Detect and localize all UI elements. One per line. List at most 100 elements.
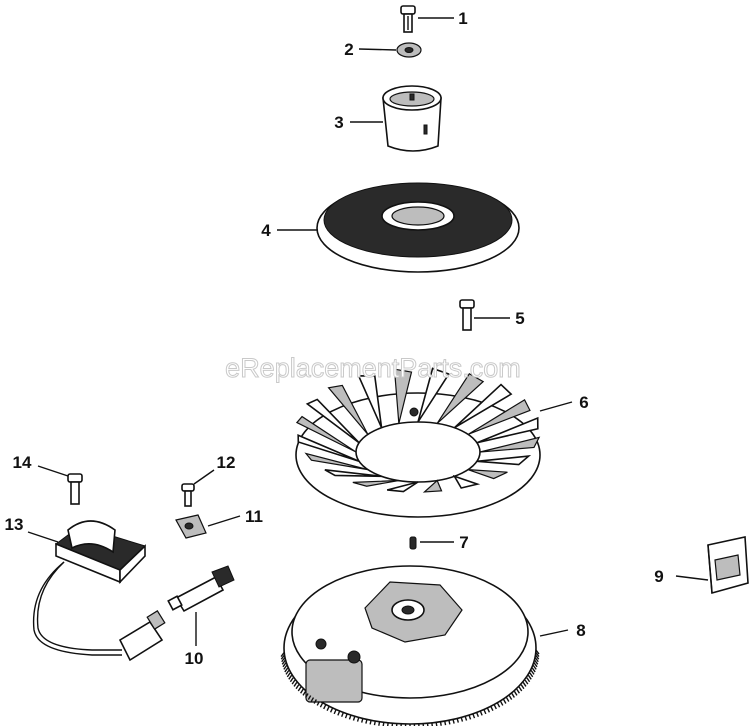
part-3-cup[interactable] — [382, 85, 442, 152]
fan-blade — [297, 434, 360, 463]
gear-tooth — [316, 701, 320, 706]
gear-tooth — [305, 693, 309, 698]
gear-tooth — [479, 711, 483, 716]
gear-tooth — [282, 662, 287, 668]
fan-blade — [386, 481, 419, 493]
callout-4: 4 — [261, 221, 271, 240]
fan-blade — [436, 372, 485, 424]
gear-tooth — [505, 697, 510, 702]
gear-tooth — [513, 691, 518, 696]
fan-blade — [324, 469, 382, 478]
fan-blade — [453, 383, 513, 429]
callout-12: 12 — [217, 453, 236, 472]
fan-blade — [305, 398, 360, 444]
gear-tooth — [535, 649, 540, 655]
gear-tooth — [293, 682, 298, 687]
callout-5: 5 — [515, 309, 524, 328]
gear-tooth — [529, 672, 534, 678]
callout-13: 13 — [5, 515, 24, 534]
gear-tooth — [511, 693, 515, 698]
gear-tooth — [530, 669, 535, 675]
gear-tooth — [448, 720, 451, 725]
gear-tooth — [356, 717, 360, 722]
gear-tooth — [456, 718, 459, 723]
gear-tooth — [344, 713, 348, 719]
part-2-washer[interactable] — [396, 42, 422, 58]
gear-tooth — [439, 721, 442, 726]
part-12-screw[interactable] — [181, 483, 195, 507]
gear-tooth — [361, 718, 364, 723]
gear-tooth — [387, 722, 389, 726]
gear-tooth — [534, 657, 539, 663]
gear-tooth — [452, 719, 455, 724]
callout-10: 10 — [185, 649, 204, 668]
part-13-ignition-module[interactable] — [32, 520, 166, 662]
fan-blade — [422, 479, 443, 493]
fan-blade — [467, 469, 508, 480]
gear-tooth — [333, 709, 337, 715]
gear-tooth — [444, 720, 447, 726]
gear-tooth — [533, 662, 538, 668]
fan-blade — [327, 384, 369, 435]
gear-tooth — [486, 708, 491, 713]
part-10-spark-plug[interactable] — [167, 565, 235, 613]
gear-tooth — [302, 691, 307, 696]
gear-tooth — [300, 688, 304, 694]
part-14-bolt[interactable] — [67, 473, 83, 505]
callout-6: 6 — [579, 393, 588, 412]
gear-tooth — [348, 715, 352, 720]
part-7-key[interactable] — [409, 536, 417, 550]
gear-tooth — [284, 667, 289, 673]
part-11-clip[interactable] — [175, 514, 207, 539]
gear-tooth — [280, 654, 285, 660]
fan-blade — [479, 436, 541, 453]
fan-blade — [295, 415, 357, 453]
fan-blade — [393, 368, 413, 424]
fan-blade — [304, 452, 368, 471]
gear-tooth — [365, 719, 368, 724]
gear-tooth — [524, 679, 529, 685]
gear-tooth — [435, 722, 438, 726]
gear-tooth — [313, 699, 317, 704]
gear-tooth — [340, 712, 344, 718]
fan-blade — [476, 455, 532, 466]
part-8-flywheel[interactable] — [280, 565, 540, 726]
callout-11: 11 — [245, 507, 263, 526]
gear-tooth — [280, 652, 285, 658]
part-4-grass-screen[interactable] — [316, 182, 520, 273]
gear-tooth — [378, 721, 381, 726]
fan-blade — [352, 479, 399, 487]
gear-tooth — [307, 695, 312, 700]
callout-14: 14 — [13, 453, 32, 472]
gear-tooth — [503, 699, 507, 704]
gear-tooth — [373, 720, 376, 726]
gear-tooth — [323, 704, 327, 710]
gear-tooth — [526, 677, 531, 683]
callout-3: 3 — [334, 113, 343, 132]
gear-tooth — [319, 702, 324, 708]
part-9-connector[interactable] — [707, 536, 749, 595]
gear-tooth — [472, 713, 476, 719]
gear-tooth — [288, 674, 293, 680]
gear-tooth — [283, 664, 288, 670]
gear-tooth — [518, 686, 523, 692]
watermark: eReplacementParts.com — [225, 353, 521, 383]
part-1-bolt[interactable] — [400, 5, 416, 33]
callout-9: 9 — [654, 567, 663, 586]
gear-tooth — [534, 659, 539, 665]
part-6-fan[interactable] — [295, 367, 541, 518]
fan-blade — [417, 367, 451, 423]
fan-blade — [357, 375, 383, 429]
gear-tooth — [476, 712, 480, 718]
part-5-bolt[interactable] — [459, 299, 475, 331]
gear-tooth — [464, 716, 468, 721]
gear-tooth — [326, 706, 330, 711]
gear-tooth — [516, 688, 520, 694]
gear-tooth — [286, 672, 291, 678]
gear-tooth — [522, 682, 527, 687]
gear-tooth — [490, 706, 494, 711]
gear-tooth — [483, 709, 487, 715]
gear-tooth — [295, 684, 300, 690]
gear-tooth — [527, 674, 532, 680]
